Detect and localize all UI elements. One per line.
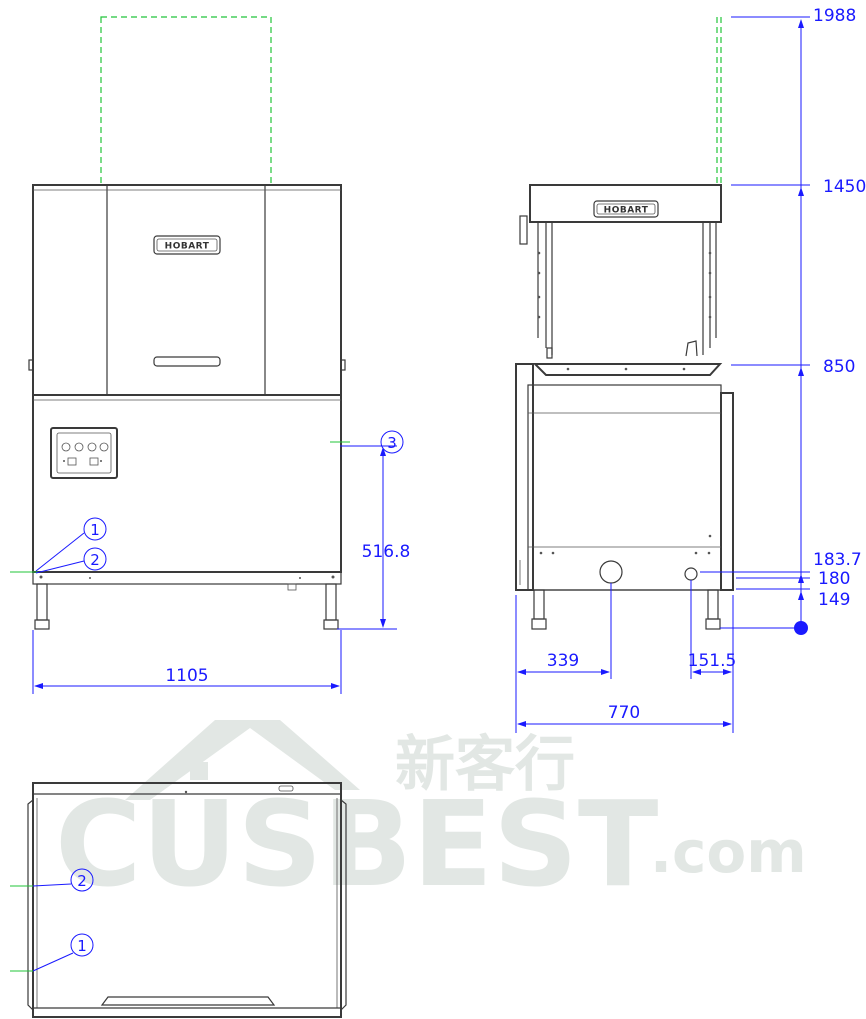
datum-point — [794, 621, 808, 635]
front-callouts: 1 2 3 — [35, 430, 404, 574]
front-dimensions: 516.8 1105 — [32, 445, 411, 694]
callout-bubble — [70, 868, 94, 892]
height-1988-label: 1988 — [813, 6, 856, 26]
height-850-label: 850 — [823, 357, 855, 377]
side-tray — [532, 363, 723, 376]
side-view: HOBART — [515, 17, 734, 630]
height-dimension-label: 516.8 — [362, 542, 411, 562]
top-callouts: 2 1 — [32, 868, 94, 972]
callout-label: 2 — [90, 551, 100, 569]
watermark: 新客行 CUSBEST .com — [55, 720, 807, 913]
front-logo-plate — [153, 235, 221, 255]
side-leg-right — [707, 589, 719, 620]
front-view: HOBART — [10, 16, 350, 630]
top-outline — [32, 782, 342, 1018]
callout-label: 2 — [77, 872, 87, 890]
side-logo-plate — [593, 200, 659, 218]
front-hood — [32, 184, 342, 396]
callout-label: 1 — [77, 937, 87, 955]
top-handle — [100, 996, 276, 1006]
front-logo-text: HOBART — [165, 242, 210, 252]
width-dimension-label: 1105 — [165, 666, 208, 686]
side-base-cabinet — [527, 384, 722, 591]
watermark-suffix: .com — [650, 818, 807, 886]
control-panel — [50, 427, 118, 479]
callout-label: 3 — [387, 434, 397, 452]
side-hood-top — [529, 184, 722, 223]
height-180-label: 180 — [818, 569, 850, 589]
side-logo-text: HOBART — [604, 206, 649, 216]
callout-bubble — [83, 547, 107, 571]
callout-bubble — [380, 430, 404, 454]
drain-outlet-large — [599, 560, 623, 584]
hood-open-outline — [100, 16, 272, 186]
front-leg-right — [325, 583, 337, 621]
watermark-latin: CUSBEST — [55, 775, 658, 913]
offset-151-5-label: 151.5 — [688, 651, 737, 671]
depth-dimension-label: 770 — [608, 703, 640, 723]
hood-handle — [153, 356, 221, 367]
height-183-7-label: 183.7 — [813, 550, 862, 570]
side-leg-left — [533, 589, 545, 620]
front-leg-left — [36, 583, 48, 621]
callout-bubble — [83, 517, 107, 541]
side-dimensions: 1988 1450 850 183.7 180 149 339 151.5 77… — [515, 6, 866, 733]
height-149-label: 149 — [818, 590, 850, 610]
front-base-cabinet — [32, 394, 342, 573]
top-view — [10, 782, 347, 1018]
height-1450-label: 1450 — [823, 177, 866, 197]
callout-bubble — [70, 933, 94, 957]
callout-label: 1 — [90, 521, 100, 539]
side-frame-left — [515, 363, 534, 591]
offset-339-label: 339 — [547, 651, 579, 671]
watermark-chinese: 新客行 — [395, 730, 575, 800]
drain-outlet-small — [684, 567, 698, 581]
